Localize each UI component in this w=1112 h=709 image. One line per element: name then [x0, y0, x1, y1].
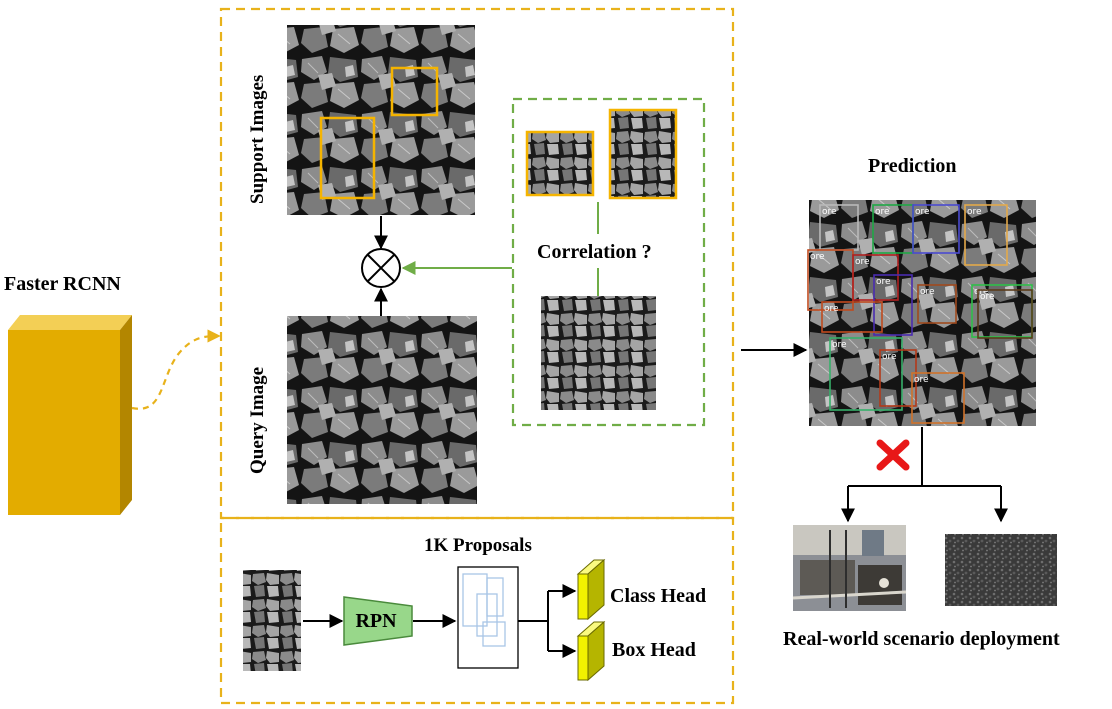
circled-times-icon — [361, 248, 401, 288]
detection-label: ore — [810, 252, 825, 262]
query-image-label: Query Image — [247, 367, 268, 474]
detection-box — [964, 204, 1008, 266]
proposal-frame — [219, 516, 735, 705]
detection-label: ore — [882, 352, 897, 362]
detection-label: ore — [822, 207, 837, 217]
prediction-label: Prediction — [868, 155, 957, 177]
detection-label: ore — [915, 207, 930, 217]
support-images-label: Support Images — [247, 75, 268, 204]
class-head-block — [576, 558, 606, 621]
detection-label: ore — [876, 277, 891, 287]
box-head-label: Box Head — [612, 639, 696, 661]
detection-label: ore — [855, 257, 870, 267]
faster-rcnn-label: Faster RCNN — [4, 273, 121, 295]
detection-label: ore — [824, 304, 839, 314]
deployment-label: Real-world scenario deployment — [783, 628, 1060, 650]
correlation-query-image — [541, 296, 656, 410]
proposals-label: 1K Proposals — [424, 535, 532, 556]
support-box-small — [390, 66, 439, 117]
correlation-frame — [511, 97, 706, 427]
rpn-label: RPN — [355, 610, 397, 632]
detection-label: ore — [920, 287, 935, 297]
detection-box — [977, 289, 1033, 339]
correlation-label: Correlation ? — [537, 241, 652, 263]
conveyor-ore-photo — [945, 534, 1057, 606]
detection-label: ore — [914, 375, 929, 385]
rpn-block — [343, 596, 413, 646]
class-head-label: Class Head — [610, 585, 706, 607]
detection-box — [911, 372, 965, 424]
connector-curve — [131, 329, 221, 410]
crop-large — [608, 108, 678, 200]
support-image — [287, 25, 475, 215]
detection-label: ore — [832, 340, 847, 350]
prediction-image — [809, 200, 1036, 426]
faster-rcnn-block — [8, 315, 132, 515]
box-head-block — [576, 620, 606, 682]
detection-box — [879, 349, 917, 407]
crop-small — [525, 130, 595, 197]
detection-box — [829, 337, 903, 411]
detection-box — [912, 204, 960, 254]
pipeline-input-image — [243, 570, 301, 671]
detection-box — [873, 274, 913, 336]
detection-label: ore — [967, 207, 982, 217]
support-box-large — [319, 116, 376, 200]
factory-photo — [792, 525, 907, 611]
query-image — [287, 316, 477, 504]
detection-box — [821, 301, 883, 333]
detection-box — [852, 254, 899, 301]
detection-label: ore — [875, 207, 890, 217]
proposals-panel — [457, 566, 519, 669]
red-cross-icon — [876, 439, 910, 471]
detection-box — [917, 284, 957, 324]
detection-label: ore — [980, 292, 995, 302]
detection-label: ore — [974, 287, 989, 297]
